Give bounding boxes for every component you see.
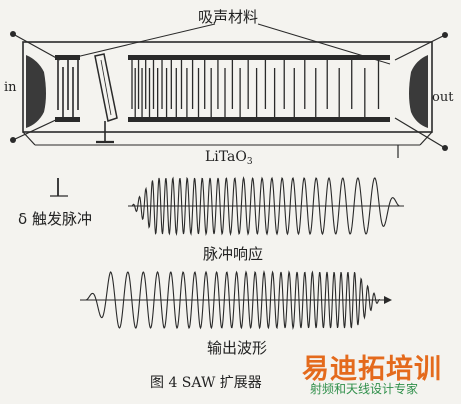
output-axis-arrow [384,296,392,304]
trigger-pulse-label: δ 触发脉冲 [18,210,92,228]
watermark-tagline: 射频和天线设计专家 [310,382,419,396]
substrate-label: LiTaO3 [205,149,253,167]
wire-in-top [12,33,61,61]
dispersive-idt [128,55,390,122]
input-port-label: in [4,80,17,95]
terminal-out-top [442,32,448,38]
input-idt [55,55,80,122]
wire-in-bottom [12,117,61,141]
wire-out-bottom [394,117,446,149]
output-waveform-label: 输出波形 [207,339,268,357]
watermark-brand: 易迪拓培训 [302,354,442,385]
terminal-out-bottom [442,145,448,151]
substrate-label-main: LiTaO [205,149,247,165]
substrate-edge-right [419,131,433,146]
absorber-label: 吸声材料 [198,8,259,26]
output-port-label: out [432,90,454,105]
figure-caption: 图 4 SAW 扩展器 [150,375,262,391]
impulse-response-waveform [131,176,400,237]
output-waveform [85,269,381,330]
absorber-right [409,55,428,128]
input-idt-bottom-bus [55,117,80,122]
terminal-in-bottom [10,137,16,143]
input-idt-top-bus [55,55,80,60]
dispersive-idt-bottom-bus [128,117,390,122]
dispersive-idt-top-bus [128,55,390,60]
impulse-response-label: 脉冲响应 [203,245,264,263]
substrate-label-subscript: 3 [246,157,253,167]
wire-out-top [394,34,446,61]
absorber-strip-hatch [100,59,112,116]
litao3-substrate [22,41,433,133]
absorber-strip [94,53,118,122]
terminal-in-top [10,31,16,37]
absorber-left [26,55,46,128]
absorber-pointer-left [71,23,216,59]
